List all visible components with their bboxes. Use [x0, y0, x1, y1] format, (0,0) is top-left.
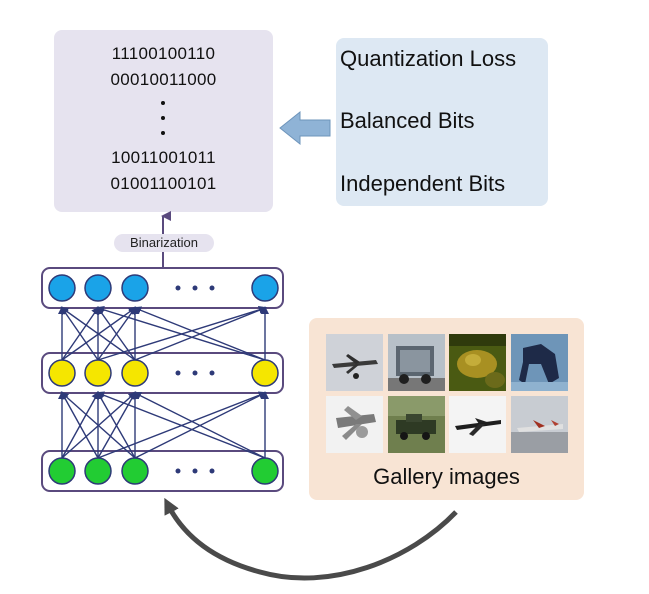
gallery-label: Gallery images: [373, 464, 520, 489]
hidden-to-output-connections: [58, 305, 269, 361]
output-nodes: [48, 274, 279, 302]
input-to-hidden-connections: [58, 391, 269, 459]
input-nodes: [48, 457, 279, 485]
binarization-label: Binarization: [114, 234, 214, 252]
hidden-nodes: [48, 359, 279, 387]
gallery-thumbnail: [326, 334, 383, 391]
balanced-bits-label: Balanced Bits: [340, 108, 475, 133]
feedback-arrow: [164, 497, 458, 581]
loss-to-code-arrow: [279, 110, 331, 146]
gallery-thumbnail: [388, 396, 445, 453]
gallery-thumbnail: [449, 396, 506, 453]
gallery-thumbnail: [326, 396, 383, 453]
quantization-loss-label: Quantization Loss: [340, 46, 517, 71]
hidden-layer: [41, 352, 284, 394]
output-layer: [41, 267, 284, 309]
code-line: 11100100110: [111, 44, 216, 63]
code-line: 01001100101: [110, 174, 217, 193]
input-layer: [41, 450, 284, 492]
gallery-thumbnail: [511, 334, 568, 391]
independent-bits-label: Independent Bits: [340, 171, 506, 196]
gallery-thumbnail: [388, 334, 445, 391]
layer-ellipsis: [175, 285, 215, 474]
code-ellipsis: [161, 101, 165, 135]
gallery-thumbnail: [449, 334, 506, 391]
loss-terms-box: Quantization Loss Balanced Bits Independ…: [336, 38, 548, 206]
code-line: 10011001011: [111, 148, 216, 167]
code-line: 00010011000: [110, 70, 217, 89]
gallery-thumbnail: [511, 396, 568, 453]
binary-code-box: 11100100110 00010011000 10011001011 0100…: [54, 30, 273, 212]
